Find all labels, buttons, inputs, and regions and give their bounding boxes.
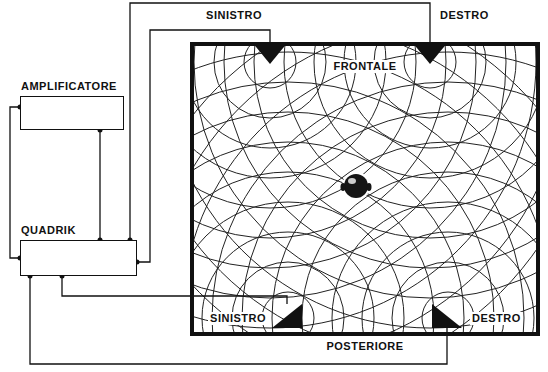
wave-arc: [374, 46, 486, 118]
wave-arc: [302, 172, 536, 332]
wave-arc: [332, 202, 536, 332]
node-label: QUADRIK: [19, 224, 78, 237]
speaker-wire: [99, 130, 100, 240]
wave-arc: [194, 52, 536, 332]
speaker-wire: [137, 30, 270, 262]
speaker-wire: [130, 3, 430, 240]
wave-arc: [202, 232, 374, 332]
wave-arc: [194, 46, 536, 332]
node-label: AMPLIFICATORE: [19, 80, 119, 93]
wave-arc: [362, 232, 534, 332]
wave-arc: [284, 46, 536, 208]
wave-arc: [272, 142, 536, 332]
node-label: DESTRO: [438, 9, 491, 22]
node-label: SINISTRO: [208, 312, 268, 325]
speaker: DESTRO: [432, 304, 462, 328]
speaker-symbol: [272, 304, 302, 328]
wave-arc: [212, 82, 536, 332]
wave-arc: [194, 46, 536, 332]
speaker-triangle: [432, 304, 462, 328]
listening-room: FRONTALEPOSTERIORESINISTRODESTROSINISTRO…: [190, 42, 540, 336]
wave-arc: [422, 292, 474, 332]
node-label: DESTRO: [470, 312, 523, 325]
wave-arc: [194, 46, 536, 332]
listener-head: [341, 172, 372, 200]
speaker-symbol: [432, 304, 462, 328]
device-box: AMPLIFICATORE: [20, 96, 124, 130]
node-label: POSTERIORE: [324, 340, 405, 353]
wave-arc: [194, 172, 434, 332]
wave-arc: [194, 52, 536, 332]
speaker-wire: [30, 276, 447, 364]
speaker-symbol: [412, 42, 448, 64]
wave-arc: [224, 46, 536, 268]
speaker-triangle: [412, 42, 448, 64]
wave-arc: [262, 292, 314, 332]
speaker: DESTRO: [412, 42, 448, 64]
wave-arc: [194, 46, 536, 332]
device-box: QUADRIK: [20, 240, 137, 276]
speaker-wire: [62, 276, 287, 304]
wave-arc: [242, 112, 536, 332]
wave-arc: [314, 46, 536, 178]
speaker-triangle: [272, 304, 302, 328]
wave-arc: [194, 46, 536, 332]
wave-arc: [194, 46, 536, 332]
wave-arcs: [194, 46, 536, 332]
speaker: SINISTRO: [252, 42, 288, 64]
speaker-triangle: [252, 42, 288, 64]
node-label: FRONTALE: [331, 60, 398, 73]
wave-arc: [194, 46, 536, 298]
speaker-symbol: [252, 42, 288, 64]
wave-arc: [194, 142, 464, 332]
node-label: SINISTRO: [204, 9, 264, 22]
speaker: SINISTRO: [272, 304, 302, 328]
wave-arc: [194, 202, 404, 332]
